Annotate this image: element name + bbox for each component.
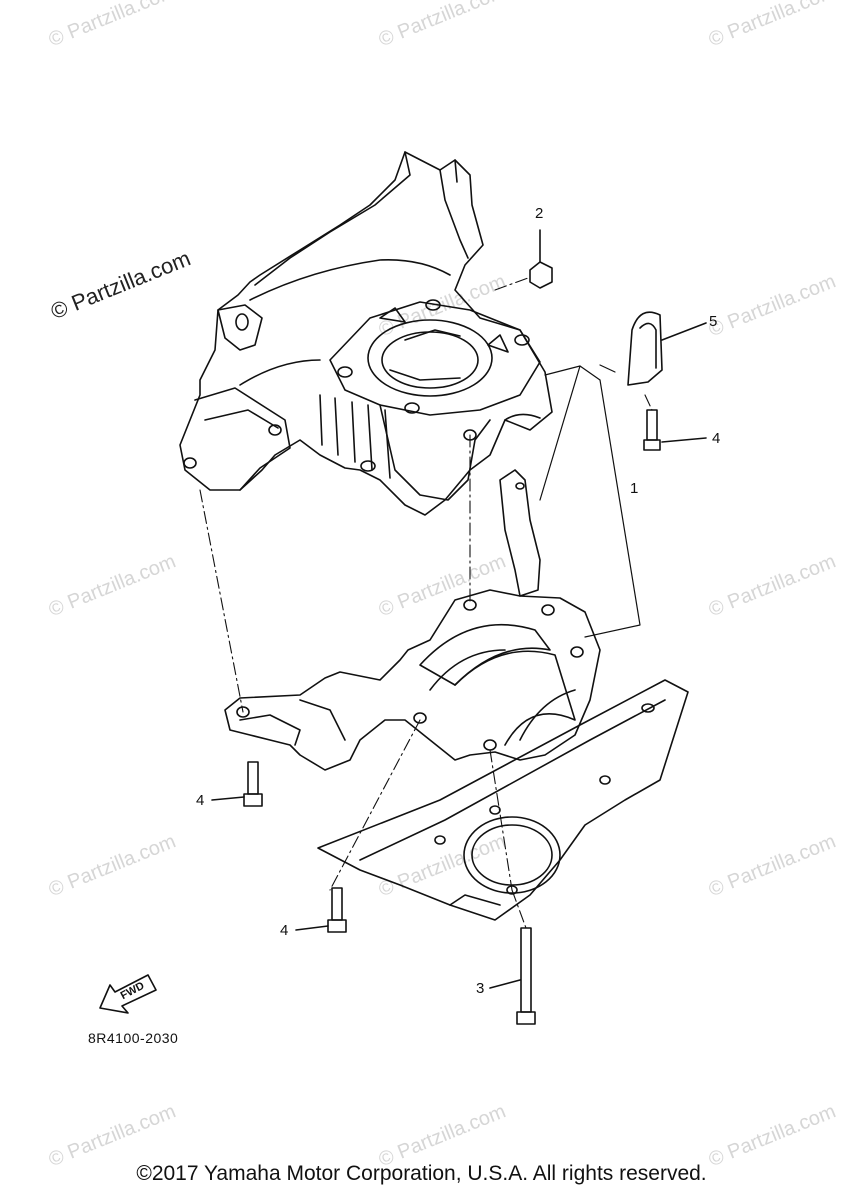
plug-fitting	[529, 229, 553, 289]
forward-arrow-icon	[99, 974, 157, 1014]
copyright-notice: ©2017 Yamaha Motor Corporation, U.S.A. A…	[136, 1162, 707, 1185]
callout-4: 4	[196, 792, 205, 809]
callout-2: 2	[535, 205, 544, 222]
alignment-lines	[199, 277, 653, 929]
clamp	[627, 311, 707, 386]
bolt	[295, 887, 347, 933]
lower-crankcase	[224, 469, 601, 771]
skid-plate	[317, 679, 689, 921]
callout-4: 4	[280, 922, 289, 939]
callout-1: 1	[630, 480, 639, 497]
callout-5: 5	[709, 313, 718, 330]
callout-4: 4	[712, 430, 721, 447]
callout-bracket	[539, 364, 641, 638]
bolt	[643, 409, 707, 451]
upper-crankcase	[179, 151, 553, 516]
bolt	[211, 761, 263, 807]
callout-3: 3	[476, 980, 485, 997]
diagram-code: 8R4100-2030	[88, 1030, 179, 1046]
long-bolt	[489, 927, 536, 1025]
